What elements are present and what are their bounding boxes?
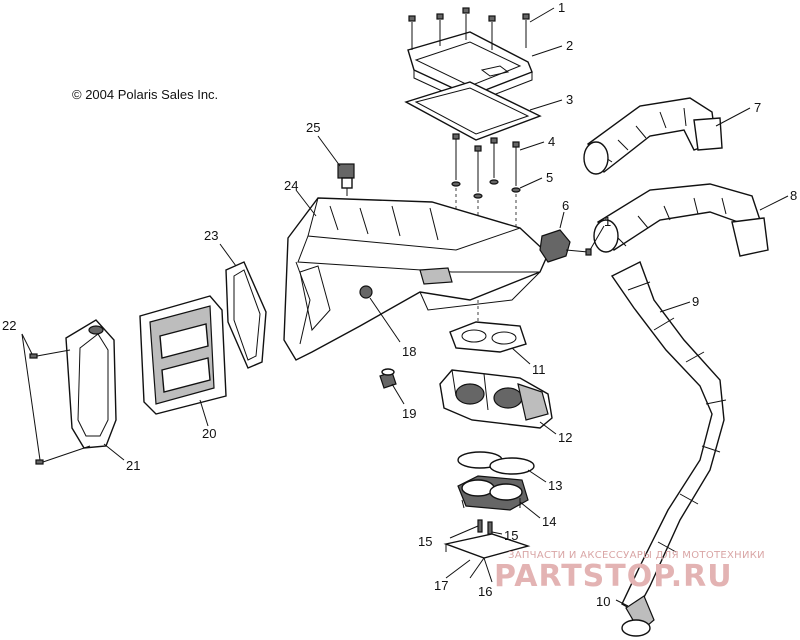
drain-plug-part [379,368,397,389]
callout-15b: 15 [504,528,518,543]
airbox-side-cover-part [65,319,117,449]
airbox-cover-part [407,31,533,105]
callout-12: 12 [558,430,572,445]
callout-23: 23 [204,228,218,243]
callout-13: 13 [548,478,562,493]
callout-17: 17 [434,578,448,593]
callout-20: 20 [202,426,216,441]
copyright-text: © 2004 Polaris Sales Inc. [72,87,218,102]
callout-1b: 1 [604,214,611,229]
side-cover-screws-part [29,349,91,465]
callout-7: 7 [754,100,761,115]
callout-19: 19 [402,406,416,421]
intake-boots-part [457,475,529,511]
o-rings-part [457,451,535,475]
watermark-tagline: ЗАПЧАСТИ И АКСЕССУАРЫ ДЛЯ МОТОТЕХНИКИ [508,550,765,561]
cover-screws-part [408,7,530,50]
temp-sensor-part [337,163,355,196]
watermark-brand: PARTSTOP.RU [494,559,733,594]
intake-duct-lower-part [593,183,769,257]
vent-hose-part [610,261,727,637]
bolts-washers-part [451,133,521,250]
callout-14: 14 [542,514,556,529]
callout-24: 24 [284,178,298,193]
callout-16: 16 [478,584,492,599]
callout-labels: 1 2 3 4 5 6 1 7 8 9 10 11 12 13 14 15 15… [2,0,797,609]
callout-2: 2 [566,38,573,53]
callout-9: 9 [692,294,699,309]
callout-18: 18 [402,344,416,359]
throttle-gasket-part [449,321,527,353]
cover-gasket-part [404,81,542,141]
airbox-body-part [283,197,549,361]
callout-6: 6 [562,198,569,213]
throttle-body-part [439,369,553,429]
callout-5: 5 [546,170,553,185]
callout-3: 3 [566,92,573,107]
leader-lines [21,7,789,607]
watermark: ЗАПЧАСТИ И АКСЕССУАРЫ ДЛЯ МОТОТЕХНИКИ PA… [494,550,765,594]
air-filter-part [139,295,227,415]
callout-1: 1 [558,0,565,15]
callout-10: 10 [596,594,610,609]
clamp-plate-part [443,519,531,559]
map-sensor-part [539,229,592,263]
callout-11: 11 [532,362,546,377]
filter-gasket-part [225,261,267,369]
callout-4: 4 [548,134,555,149]
callout-22: 22 [2,318,16,333]
callout-8: 8 [790,188,797,203]
callout-25: 25 [306,120,320,135]
callout-15a: 15 [418,534,432,549]
callout-21: 21 [126,458,140,473]
intake-duct-upper-part [583,97,723,175]
